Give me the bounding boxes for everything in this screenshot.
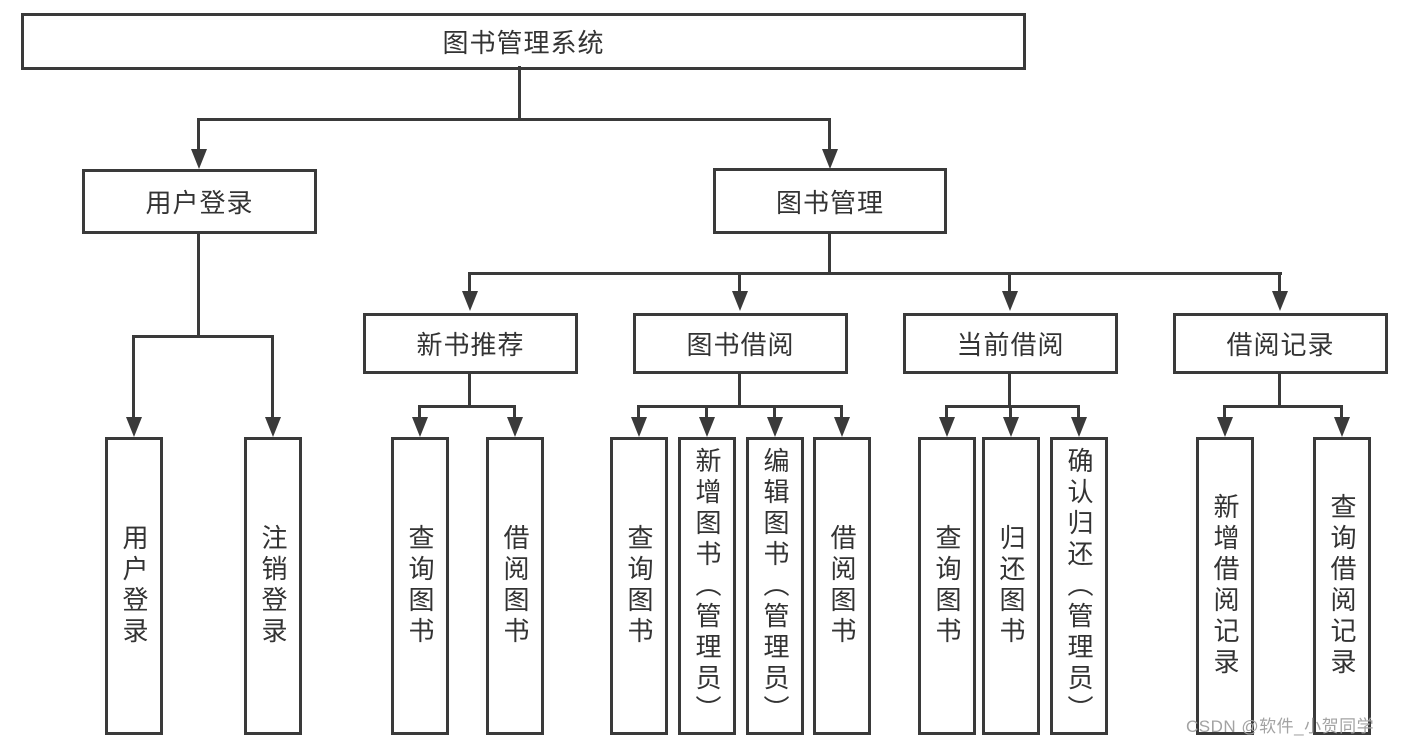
node-cb-confirm-return-admin-label: 确认归还（管理员）	[1064, 446, 1094, 726]
arrow-down-icon	[1002, 291, 1018, 311]
node-bb-edit-books-admin: 编辑图书（管理员）	[746, 437, 804, 735]
node-nb-borrow-books-label: 借阅图书	[500, 524, 530, 648]
node-login: 用户登录	[105, 437, 163, 735]
connector-arrow-shaft	[738, 272, 741, 292]
arrow-down-icon	[265, 417, 281, 437]
node-logout-label: 注销登录	[258, 524, 288, 648]
arrow-down-icon	[767, 417, 783, 437]
connector-arrow-shaft	[840, 405, 843, 418]
connector-cb-bar	[945, 405, 1080, 408]
connector-arrow-shaft	[132, 335, 135, 418]
node-bb-add-books-admin-label: 新增图书（管理员）	[692, 446, 722, 726]
arrow-down-icon	[631, 417, 647, 437]
connector-arrow-shaft	[773, 405, 776, 418]
arrow-down-icon	[1334, 417, 1350, 437]
node-logout: 注销登录	[244, 437, 302, 735]
connector-nb-bar	[418, 405, 516, 408]
node-current-borrowing-label: 当前借阅	[956, 330, 1065, 360]
node-borrowing-records-label: 借阅记录	[1226, 330, 1335, 360]
connector-arrow-shaft	[945, 405, 948, 418]
node-br-add-record-label: 新增借阅记录	[1210, 493, 1240, 679]
node-user-login: 用户登录	[82, 169, 317, 234]
connector-level3-bar	[468, 272, 1282, 275]
connector-arrow-shaft	[1077, 405, 1080, 418]
node-user-login-label: 用户登录	[145, 188, 254, 218]
node-nb-query-books: 查询图书	[391, 437, 449, 735]
node-nb-borrow-books: 借阅图书	[486, 437, 544, 735]
arrow-down-icon	[1272, 291, 1288, 311]
connector-arrow-shaft	[828, 118, 831, 150]
connector-bb-stem	[738, 372, 741, 407]
arrow-down-icon	[699, 417, 715, 437]
arrow-down-icon	[822, 149, 838, 169]
node-book-borrowing: 图书借阅	[633, 313, 848, 374]
connector-arrow-shaft	[197, 118, 200, 150]
node-bb-borrow-books-label: 借阅图书	[827, 524, 857, 648]
node-bb-query-books: 查询图书	[610, 437, 668, 735]
arrow-down-icon	[191, 149, 207, 169]
arrow-down-icon	[126, 417, 142, 437]
connector-cb-stem	[1008, 372, 1011, 407]
connector-root-stem	[518, 66, 521, 121]
connector-arrow-shaft	[1008, 272, 1011, 292]
node-root-label: 图书管理系统	[442, 28, 605, 58]
node-br-query-record: 查询借阅记录	[1313, 437, 1371, 735]
node-cb-query-books-label: 查询图书	[932, 524, 962, 648]
node-book-management-label: 图书管理	[775, 187, 884, 218]
node-br-add-record: 新增借阅记录	[1196, 437, 1254, 735]
connector-arrow-shaft	[637, 405, 640, 418]
connector-arrow-shaft	[1009, 405, 1012, 418]
arrow-down-icon	[462, 291, 478, 311]
arrow-down-icon	[1071, 417, 1087, 437]
connector-br-stem	[1278, 372, 1281, 407]
node-cb-return-books: 归还图书	[982, 437, 1040, 735]
connector-arrow-shaft	[705, 405, 708, 418]
connector-level2-bar	[197, 118, 831, 121]
arrow-down-icon	[507, 417, 523, 437]
connector-user-stem	[197, 232, 200, 337]
connector-arrow-shaft	[1278, 272, 1281, 292]
arrow-down-icon	[732, 291, 748, 311]
node-bb-query-books-label: 查询图书	[624, 524, 654, 648]
node-book-management: 图书管理	[713, 168, 947, 234]
node-new-book-recommend-label: 新书推荐	[416, 330, 525, 360]
arrow-down-icon	[1003, 417, 1019, 437]
node-new-book-recommend: 新书推荐	[363, 313, 578, 374]
connector-arrow-shaft	[1223, 405, 1226, 418]
arrow-down-icon	[939, 417, 955, 437]
connector-br-bar	[1223, 405, 1343, 408]
connector-arrow-shaft	[271, 335, 274, 418]
node-current-borrowing: 当前借阅	[903, 313, 1118, 374]
node-nb-query-books-label: 查询图书	[405, 524, 435, 648]
node-login-label: 用户登录	[119, 524, 149, 648]
connector-arrow-shaft	[1340, 405, 1343, 418]
arrow-down-icon	[1217, 417, 1233, 437]
node-root: 图书管理系统	[21, 13, 1026, 70]
connector-user-bar	[132, 335, 274, 338]
node-cb-return-books-label: 归还图书	[996, 524, 1026, 648]
node-cb-query-books: 查询图书	[918, 437, 976, 735]
connector-nb-stem	[468, 372, 471, 407]
csdn-watermark: CSDN @软件_小贺同学	[1186, 717, 1375, 736]
node-br-query-record-label: 查询借阅记录	[1327, 493, 1357, 679]
node-cb-confirm-return-admin: 确认归还（管理员）	[1050, 437, 1108, 735]
connector-arrow-shaft	[468, 272, 471, 292]
connector-mgmt-stem	[828, 232, 831, 274]
connector-arrow-shaft	[418, 405, 421, 418]
node-bb-edit-books-admin-label: 编辑图书（管理员）	[760, 446, 790, 726]
node-book-borrowing-label: 图书借阅	[686, 330, 795, 360]
arrow-down-icon	[834, 417, 850, 437]
connector-arrow-shaft	[513, 405, 516, 418]
node-borrowing-records: 借阅记录	[1173, 313, 1388, 374]
arrow-down-icon	[412, 417, 428, 437]
node-bb-add-books-admin: 新增图书（管理员）	[678, 437, 736, 735]
node-bb-borrow-books: 借阅图书	[813, 437, 871, 735]
connector-bb-bar	[637, 405, 843, 408]
